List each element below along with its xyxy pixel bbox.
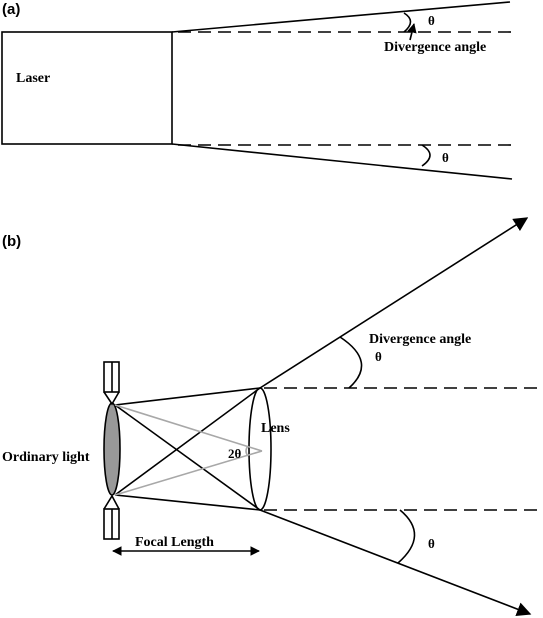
ray-cross-down <box>114 404 261 511</box>
source-holder-bottom-tip <box>103 494 120 510</box>
beam-bottom-edge <box>171 143 513 180</box>
divergence-pointer-arrow <box>407 23 417 41</box>
theta-top-a: θ <box>428 13 435 28</box>
angle-arc-top <box>403 12 412 33</box>
angle-arc-bottom <box>421 144 431 167</box>
two-theta-arc <box>245 445 249 457</box>
ray-cross-up <box>114 387 261 496</box>
grey-ray-top <box>114 404 263 452</box>
diverging-ray-top <box>259 217 529 389</box>
divergence-label-a: Divergence angle <box>384 40 486 55</box>
laser-label: Laser <box>16 71 50 86</box>
grey-ray-bottom <box>114 450 263 496</box>
theta-top-b: θ <box>375 349 382 364</box>
panel-a: (a) Laser θ θ Divergence angle <box>1 1 514 180</box>
ray-outer-top <box>114 387 261 406</box>
beam-top-edge <box>171 1 511 33</box>
light-source-ellipse <box>103 402 121 496</box>
panel-b: (b) Lens 2θ Ordinary light <box>2 217 538 617</box>
divergence-label-b: Divergence angle <box>369 332 471 347</box>
two-theta-label: 2θ <box>228 446 242 461</box>
panel-b-label: (b) <box>2 233 21 250</box>
lens-ellipse <box>248 387 272 511</box>
panel-a-label: (a) <box>2 1 20 18</box>
ray-outer-bottom <box>114 494 261 511</box>
theta-bottom-b: θ <box>428 536 435 551</box>
source-holder-top-tip <box>103 391 120 406</box>
lens-label: Lens <box>261 421 290 436</box>
laser-box <box>1 31 173 145</box>
divergence-arc-bottom-b <box>397 509 416 564</box>
ordinary-light-label: Ordinary light <box>2 450 90 465</box>
divergence-arc-top-b <box>339 336 363 389</box>
diverging-ray-bottom <box>259 509 532 617</box>
focal-length-label: Focal Length <box>135 535 214 550</box>
theta-bottom-a: θ <box>442 150 449 165</box>
